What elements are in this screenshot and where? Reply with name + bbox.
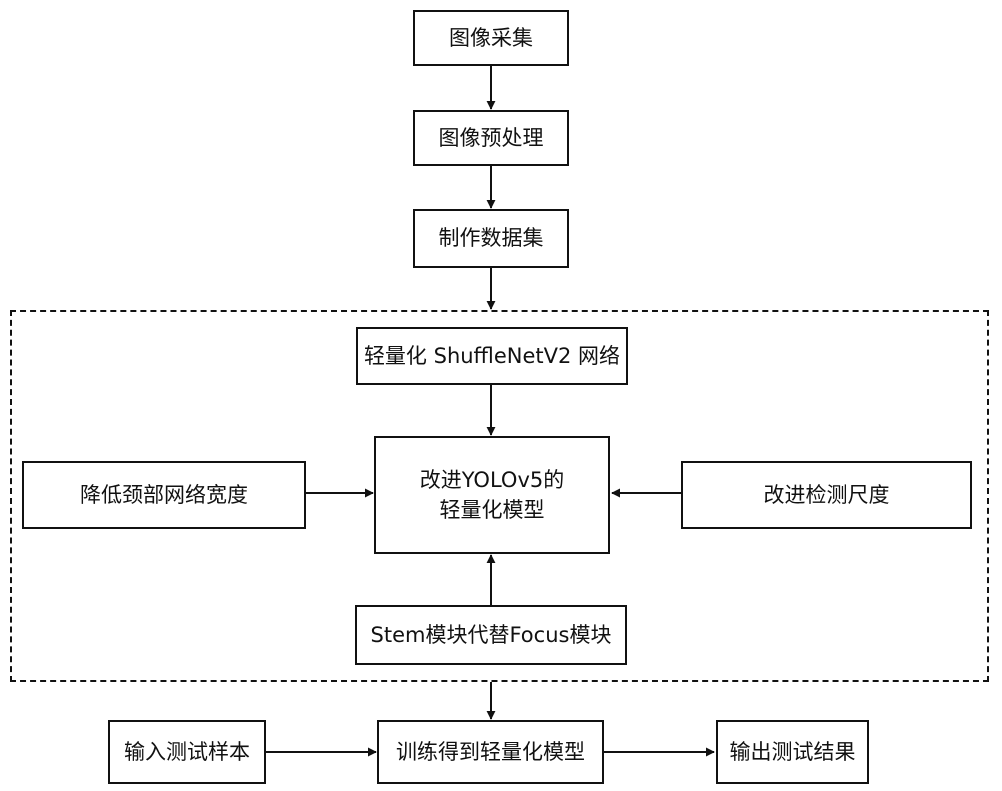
node-image-preprocess: 图像预处理 [413, 110, 569, 166]
node-image-capture: 图像采集 [413, 10, 569, 66]
improvement-group [10, 310, 989, 682]
node-stem-focus: Stem模块代替Focus模块 [355, 605, 627, 665]
node-train-model: 训练得到轻量化模型 [377, 720, 604, 784]
node-shufflenet: 轻量化 ShuffleNetV2 网络 [356, 327, 628, 385]
node-improved-model: 改进YOLOv5的 轻量化模型 [374, 436, 610, 554]
node-input-samples: 输入测试样本 [108, 720, 266, 784]
node-improve-scale: 改进检测尺度 [681, 461, 972, 529]
node-reduce-neck: 降低颈部网络宽度 [22, 461, 306, 529]
node-make-dataset: 制作数据集 [413, 209, 569, 268]
node-output-results: 输出测试结果 [716, 720, 869, 784]
